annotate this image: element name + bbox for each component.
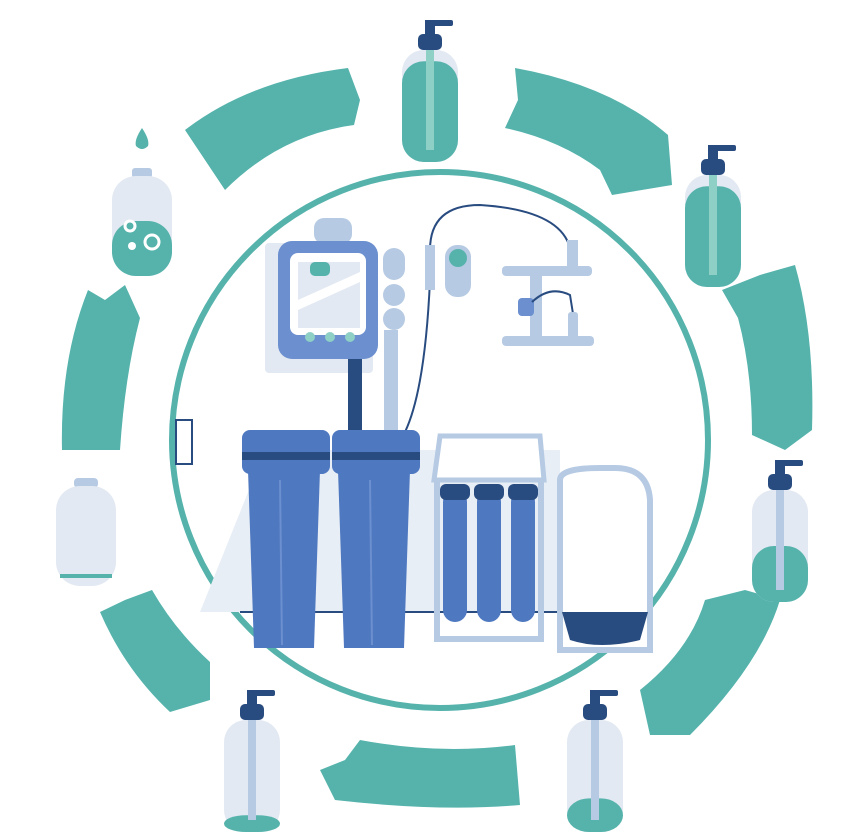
- cycle-arrows: [61, 68, 813, 808]
- filter-housing-right: [332, 430, 420, 648]
- bottle-fill: [224, 815, 280, 832]
- drop-bottle-upper-left-icon: [112, 128, 172, 276]
- bottles: [56, 20, 808, 832]
- cycle-arrow-left: [61, 285, 140, 450]
- pump-bottle-upper-right-icon: [685, 145, 741, 287]
- pump-bottle-right-icon: [752, 460, 808, 602]
- bottle-fill: [112, 221, 172, 276]
- filter-housing-left: [242, 430, 330, 648]
- ro-filter-frame: [431, 433, 547, 642]
- pump-bottle-top-icon: [402, 20, 458, 163]
- side-tab: [175, 419, 193, 465]
- cycle-arrow-lower-left: [100, 590, 210, 712]
- cycle-arrow-right: [722, 265, 813, 450]
- pump-bottle-lower-right-icon: [567, 690, 623, 832]
- storage-tank: [557, 465, 653, 653]
- faucet-icon: [502, 240, 594, 346]
- cycle-arrow-bottom: [320, 740, 520, 808]
- cycle-arrow-lower-right: [640, 590, 780, 735]
- cycle-arrow-top-right: [505, 68, 672, 195]
- cycle-arrow-top-left: [185, 68, 360, 190]
- empty-bottle-left-icon: [56, 478, 116, 586]
- control-panel-icon: [265, 218, 405, 435]
- filter-system-icon: [200, 203, 653, 653]
- pump-bottle-bottom-icon: [224, 690, 280, 832]
